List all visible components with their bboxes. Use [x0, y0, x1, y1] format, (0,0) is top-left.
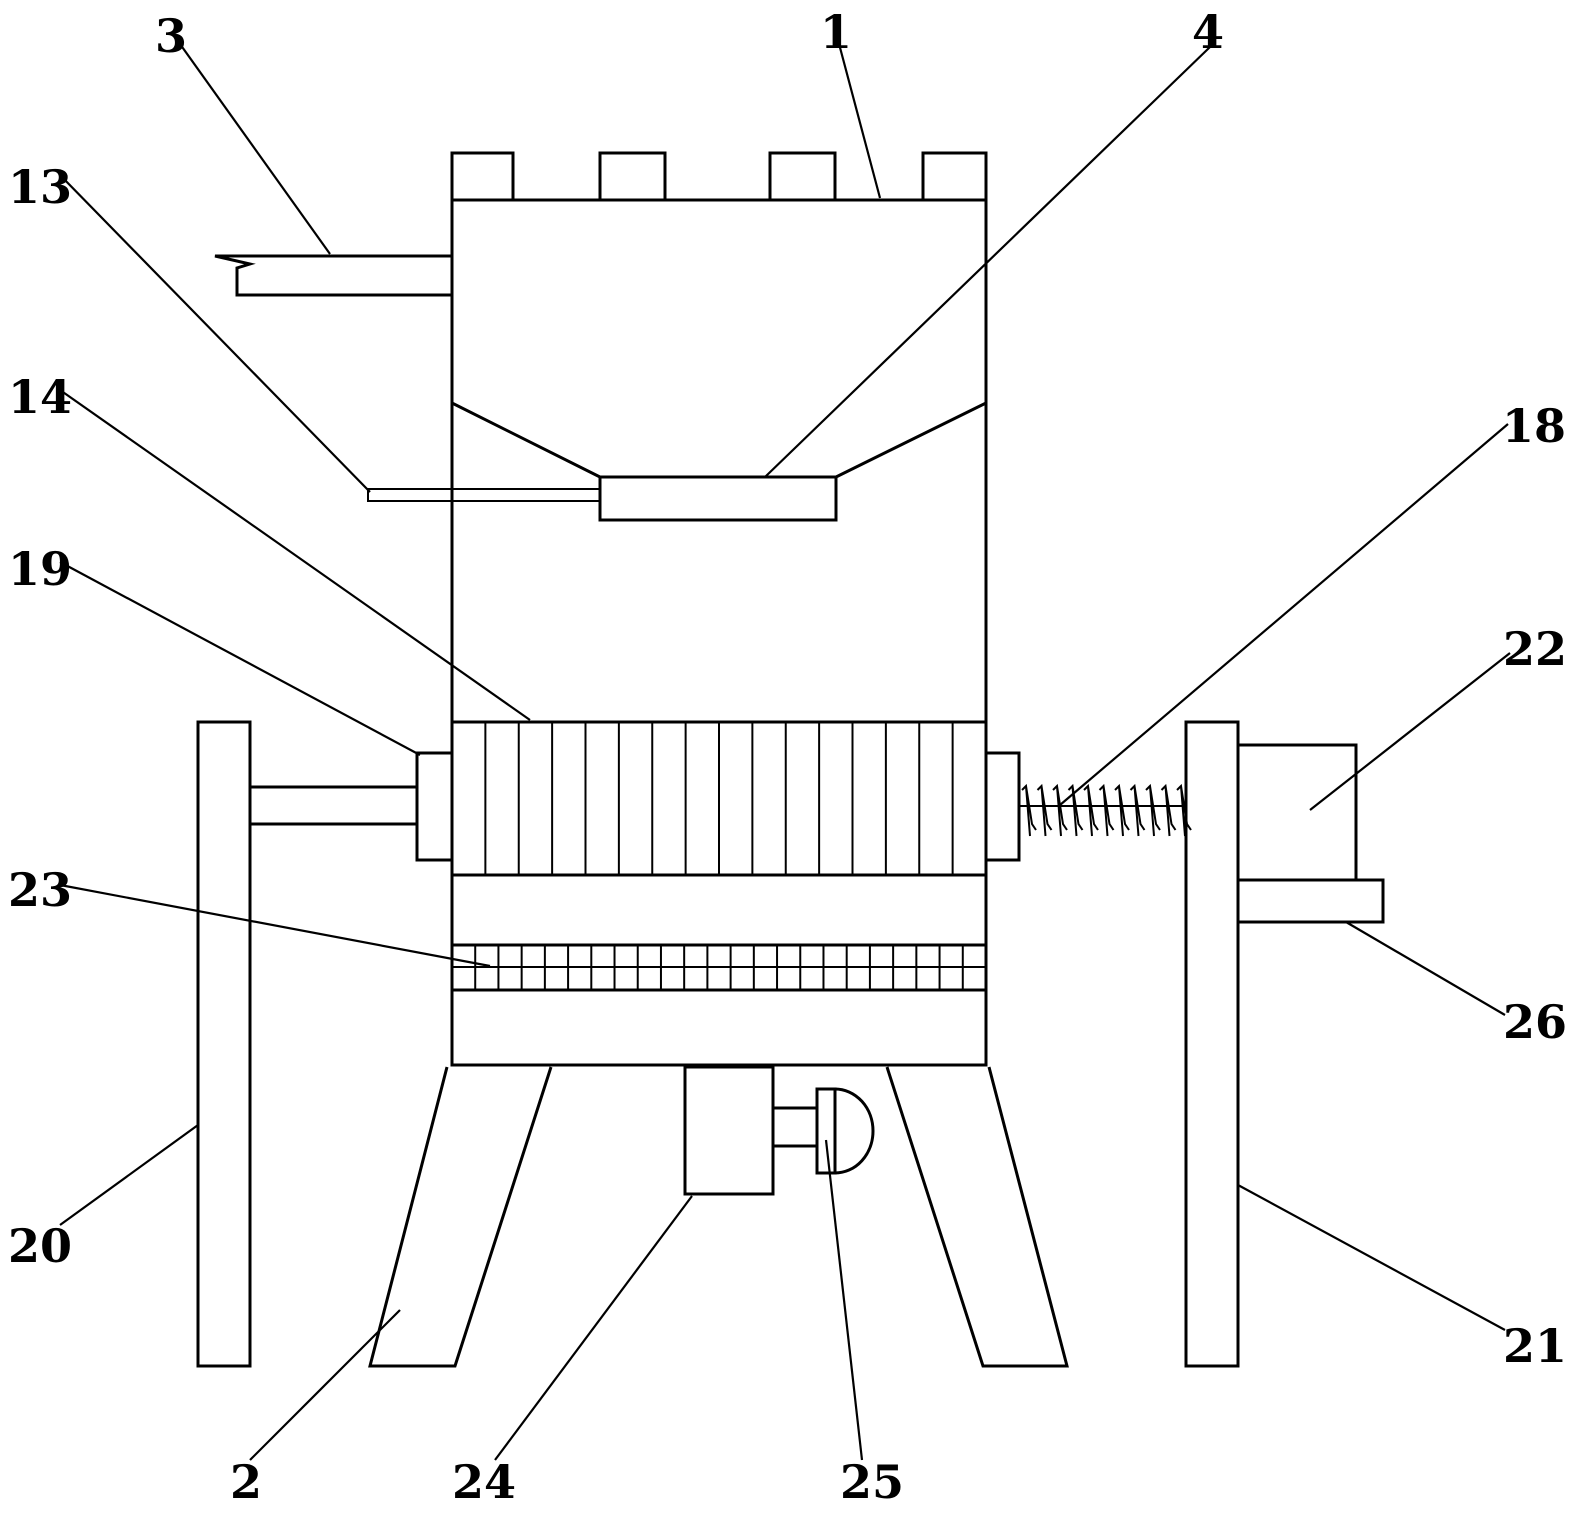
leader-19	[59, 561, 421, 756]
spring-coil	[1114, 783, 1130, 837]
label-13: 13	[8, 160, 72, 214]
leader-18	[1059, 423, 1509, 806]
label-25: 25	[840, 1455, 904, 1509]
label-22: 22	[1503, 622, 1567, 676]
label-4: 4	[1192, 5, 1224, 59]
spring-coil	[1083, 783, 1099, 837]
leader-13	[59, 174, 371, 493]
side-plate-left	[196, 720, 252, 1368]
motor	[1236, 743, 1358, 882]
leg-right	[885, 1066, 1069, 1368]
screw-spring	[1019, 783, 1192, 837]
screen-tray	[598, 475, 838, 522]
motor-mount	[1236, 878, 1385, 924]
screen-mesh	[450, 943, 988, 992]
spring-coil	[1036, 783, 1053, 837]
leader-4	[764, 46, 1211, 478]
pull-rod	[367, 488, 601, 502]
top-protrusions	[450, 151, 988, 200]
label-21: 21	[1503, 1319, 1567, 1373]
discharge-valve	[771, 1087, 875, 1175]
roller-ribs	[484, 722, 954, 875]
label-14: 14	[8, 370, 72, 424]
spring-coil	[1160, 783, 1177, 837]
leader-2	[249, 1309, 401, 1461]
leader-1	[836, 39, 882, 199]
leg-left	[368, 1066, 553, 1368]
side-plate-right	[1184, 720, 1240, 1368]
spring-coil	[1098, 783, 1115, 837]
crushing-roller	[450, 720, 988, 877]
spring-coil	[1052, 783, 1068, 837]
label-2: 2	[230, 1455, 262, 1509]
label-19: 19	[8, 542, 72, 596]
leader-21	[1237, 1184, 1506, 1331]
label-23: 23	[8, 863, 72, 917]
spring-coil	[1021, 783, 1037, 837]
leader-25	[824, 1139, 864, 1461]
hopper-funnel	[451, 401, 987, 479]
discharge-box	[683, 1065, 775, 1196]
spring-coil	[1129, 783, 1146, 837]
leader-22	[1309, 652, 1511, 811]
label-26: 26	[1503, 995, 1567, 1049]
leader-3	[179, 43, 331, 255]
bearing-block-left	[415, 751, 454, 862]
label-1: 1	[820, 5, 852, 59]
leader-23	[59, 883, 491, 968]
leader-20	[59, 1124, 199, 1226]
leader-24	[494, 1195, 693, 1461]
leader-26	[1345, 921, 1506, 1016]
reference-labels: 1 4 3 13 14 19 18 22 23 26 20 21 2 24 25	[8, 5, 1567, 1509]
label-20: 20	[8, 1219, 72, 1273]
spring-coil	[1145, 783, 1161, 837]
label-24: 24	[452, 1455, 516, 1509]
left-shaft	[248, 785, 419, 826]
label-18: 18	[1502, 399, 1566, 453]
spring-coil	[1067, 783, 1084, 837]
bearing-block-right	[984, 751, 1021, 862]
label-3: 3	[155, 9, 187, 63]
feed-inlet	[214, 254, 452, 297]
leader-14	[59, 389, 531, 721]
spring-coil	[1176, 783, 1192, 837]
leader-lines	[59, 39, 1511, 1461]
main-housing	[450, 198, 988, 1067]
